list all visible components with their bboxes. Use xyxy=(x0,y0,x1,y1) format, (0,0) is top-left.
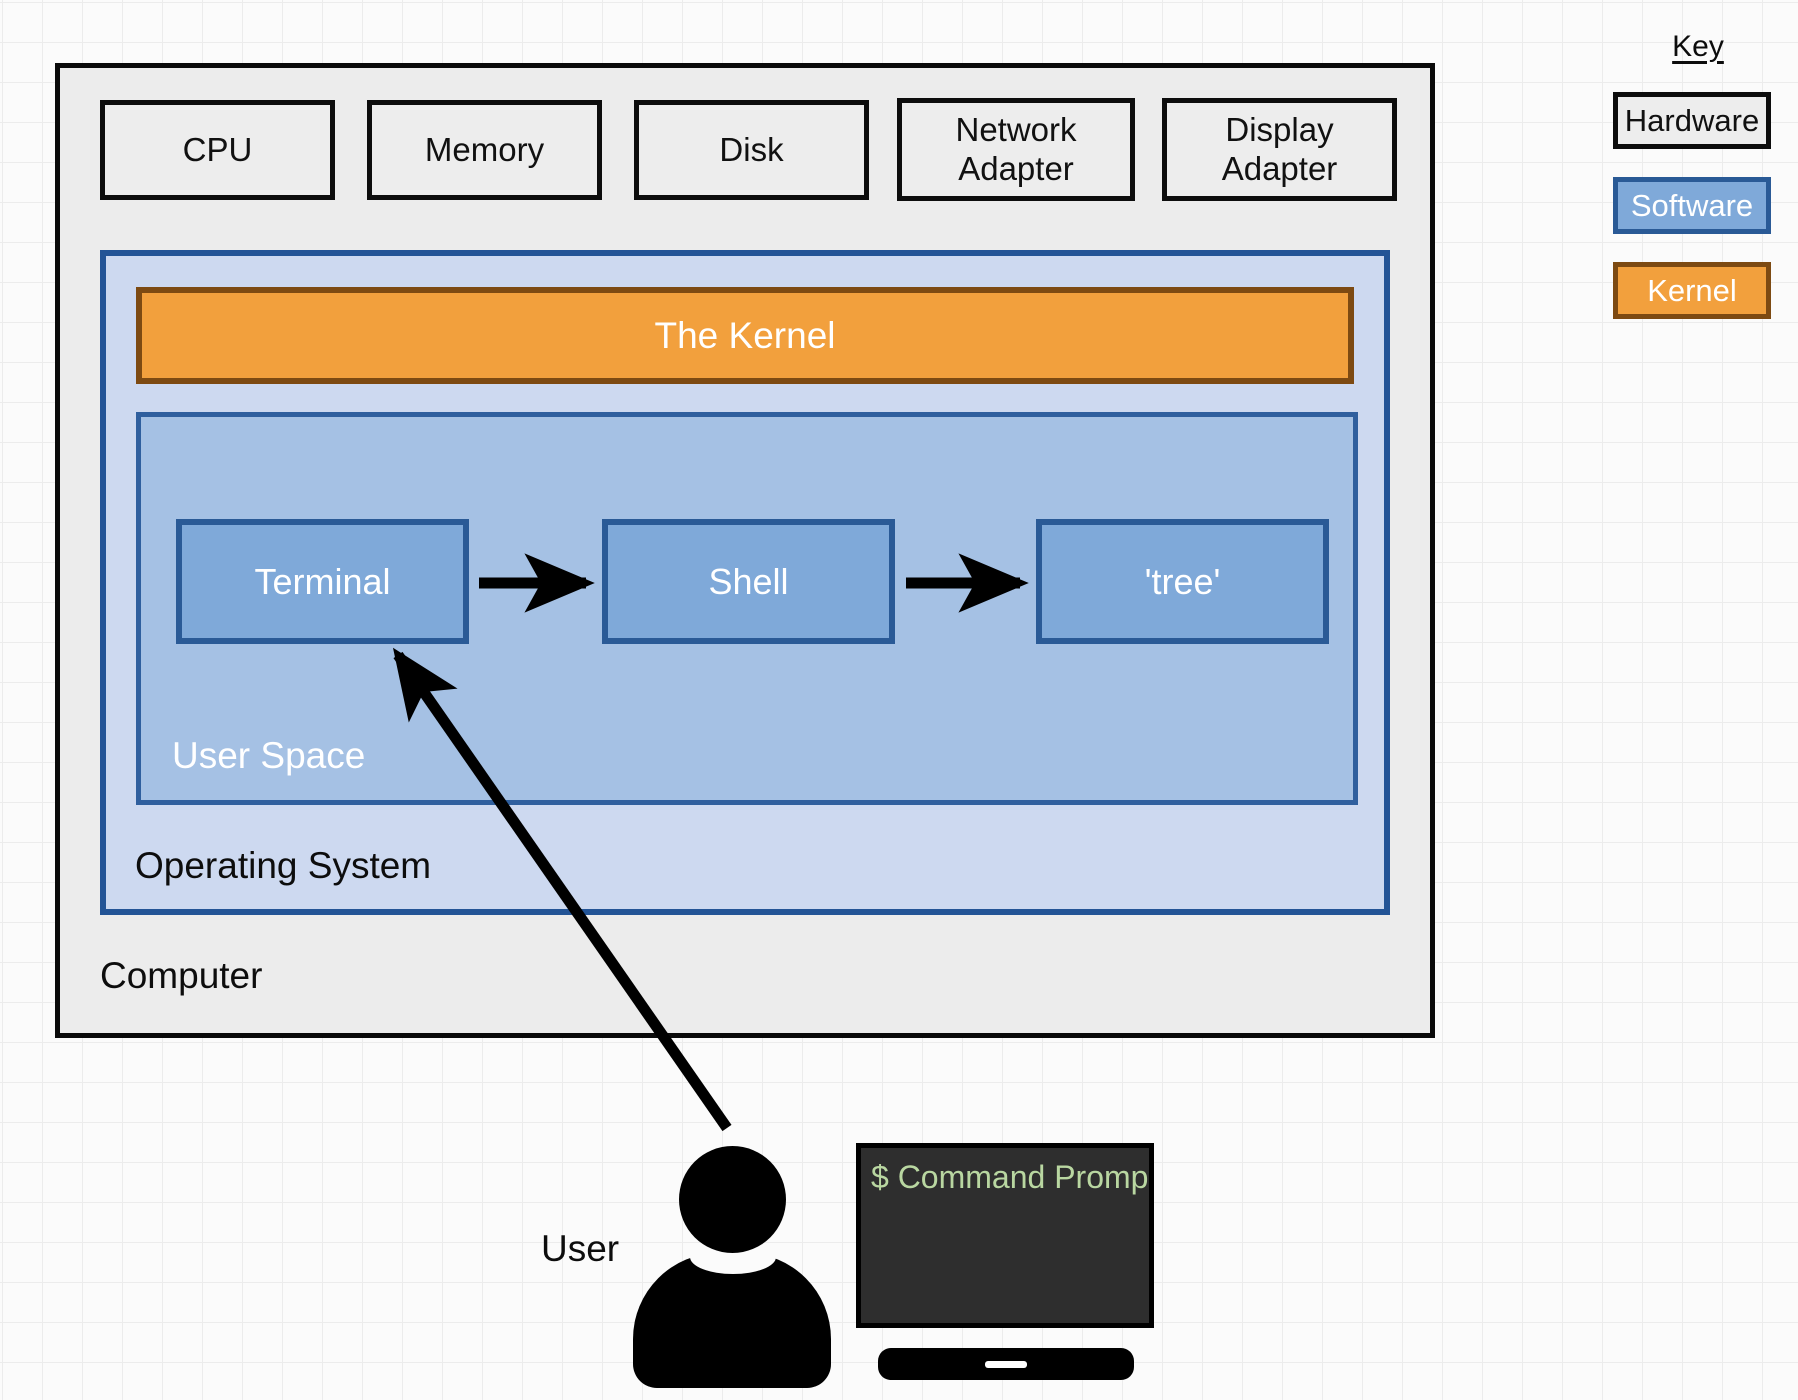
key-panel-title: Key xyxy=(1672,30,1724,63)
process-box-tree[interactable]: 'tree' xyxy=(1036,519,1329,644)
user-label: User xyxy=(541,1228,620,1269)
monitor-screen[interactable]: $ Command Prompt xyxy=(856,1143,1154,1328)
hardware-box-cpu[interactable]: CPU xyxy=(100,100,335,200)
key-swatch-kernel[interactable]: Kernel xyxy=(1613,262,1771,319)
key-swatch-hardware-label: Hardware xyxy=(1624,102,1760,138)
hardware-box-cpu-label: CPU xyxy=(182,130,253,168)
process-box-shell[interactable]: Shell xyxy=(602,519,895,644)
key-swatch-software-label: Software xyxy=(1630,187,1754,223)
hardware-box-display-adapter[interactable]: Display Adapter xyxy=(1162,98,1397,201)
operating-system-label: Operating System xyxy=(135,845,432,886)
hardware-box-display-adapter-label: Display Adapter xyxy=(1221,111,1338,187)
user-space-label: User Space xyxy=(172,735,366,776)
hardware-box-disk-label: Disk xyxy=(719,130,784,168)
key-swatch-hardware[interactable]: Hardware xyxy=(1613,92,1771,149)
hardware-box-memory[interactable]: Memory xyxy=(367,100,602,200)
process-box-tree-label: 'tree' xyxy=(1144,560,1221,602)
kernel-bar-label: The Kernel xyxy=(654,314,836,356)
hardware-box-network-adapter-label: Network Adapter xyxy=(955,111,1077,187)
key-panel: Key Hardware Software Kernel xyxy=(1613,30,1783,319)
user-body-icon xyxy=(633,1253,831,1388)
key-swatch-software[interactable]: Software xyxy=(1613,177,1771,234)
computer-label: Computer xyxy=(100,955,263,996)
process-box-terminal[interactable]: Terminal xyxy=(176,519,469,644)
hardware-box-network-adapter[interactable]: Network Adapter xyxy=(897,98,1135,201)
user-head-icon xyxy=(679,1146,786,1253)
process-box-terminal-label: Terminal xyxy=(254,560,391,602)
key-swatch-kernel-label: Kernel xyxy=(1647,272,1737,308)
hardware-box-memory-label: Memory xyxy=(424,130,545,168)
process-box-shell-label: Shell xyxy=(708,560,789,602)
hardware-box-disk[interactable]: Disk xyxy=(634,100,869,200)
kernel-bar[interactable]: The Kernel xyxy=(136,287,1354,384)
monitor-base-notch xyxy=(985,1361,1027,1368)
command-prompt-text: $ Command Prompt xyxy=(871,1159,1154,1195)
